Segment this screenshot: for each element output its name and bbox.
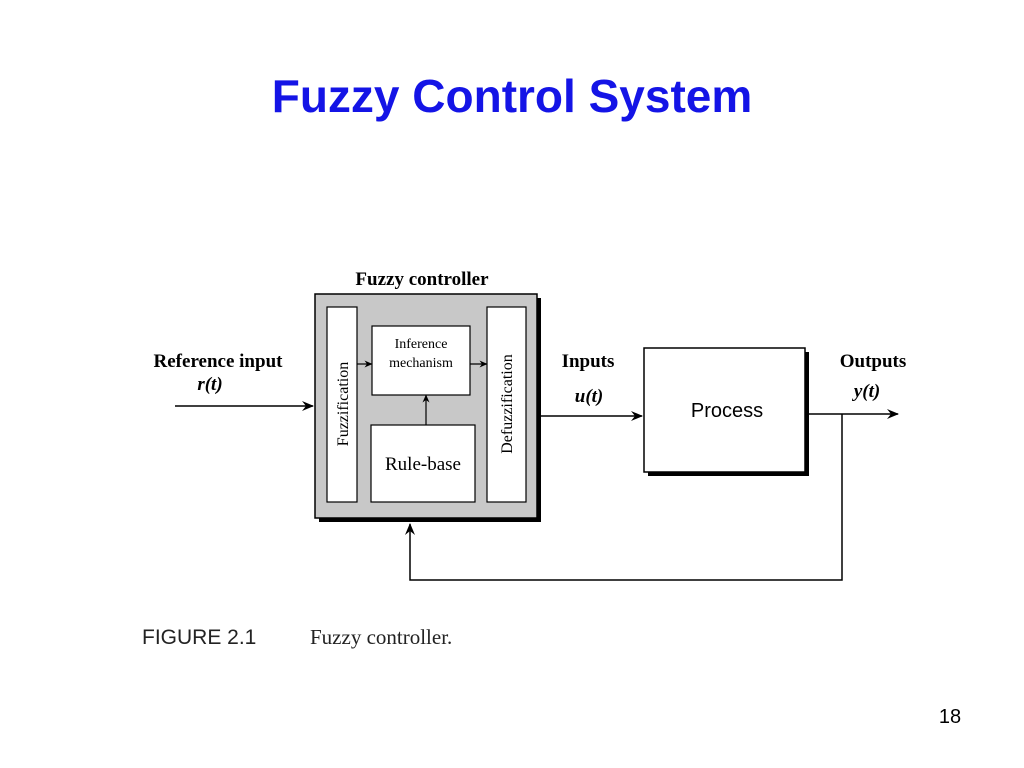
slide-title: Fuzzy Control System	[271, 70, 753, 122]
rule-base-block	[370, 424, 476, 503]
defuzzification-block	[486, 306, 527, 503]
fuzzification-block	[326, 306, 358, 503]
process-label: Process	[691, 400, 763, 422]
figure-caption: Fuzzy controller.	[310, 625, 452, 649]
rule-base-label: Rule-base	[385, 454, 461, 475]
controller-title: Fuzzy controller	[355, 269, 489, 290]
inference-label-line2: mechanism	[389, 356, 453, 371]
process-block	[643, 347, 806, 473]
outputs-signal: y(t)	[852, 381, 880, 402]
outputs-label: Outputs	[840, 351, 907, 372]
defuzzification-label: Defuzzification	[499, 354, 516, 454]
inference-label-line1: Inference	[395, 337, 448, 352]
feedback-loop-line	[405, 414, 843, 581]
figure-label: FIGURE 2.1	[142, 626, 256, 649]
reference-input-signal: r(t)	[197, 374, 222, 395]
fuzzification-label: Fuzzification	[335, 362, 352, 446]
inputs-label: Inputs	[562, 351, 615, 372]
page-number: 18	[938, 706, 962, 728]
reference-input-label: Reference input	[154, 351, 284, 372]
inference-mechanism-block	[371, 325, 471, 396]
inputs-signal: u(t)	[575, 386, 604, 407]
